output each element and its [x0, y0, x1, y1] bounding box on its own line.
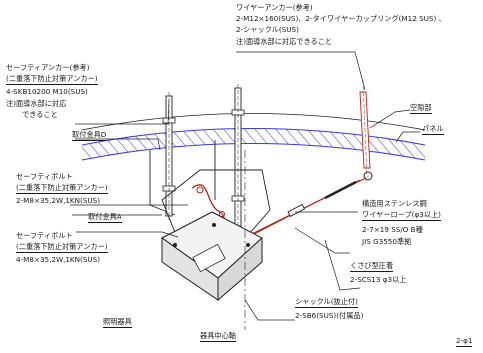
shackle-title: シャックル(抜止付) — [295, 297, 358, 308]
panel-upper-edge — [81, 127, 426, 146]
fixture-label: 照明器具 — [103, 317, 132, 328]
safety-anchor-title: セーフティアンカー(参考) — [6, 63, 90, 72]
safety-bolt-lower-title: セーフティボルト — [16, 231, 73, 240]
center-axis-label: 器具中心軸 — [200, 331, 236, 342]
safety-anchor-note2: できること — [22, 110, 58, 119]
wedge-sleeve — [287, 203, 306, 218]
sheet-ref: 2-φ1 — [456, 336, 473, 347]
safety-bolt-upper-subtitle: (二重落下防止対策アンカー) — [16, 183, 108, 194]
fitting-d-label: 取付金具D — [72, 130, 107, 141]
wire-anchor-title: ワイヤーアンカー(参考) — [236, 3, 313, 12]
safety-anchor-subtitle: (二重落下防止対策アンカー) — [6, 74, 98, 85]
panel-lower-edge — [81, 142, 426, 161]
bracket-d — [149, 140, 216, 216]
void-line — [81, 113, 426, 131]
safety-bolt-lower-subtitle: (二重落下防止対策アンカー) — [16, 242, 108, 253]
wire-rope-line3: 2-7×19 SS/O B種 — [362, 225, 423, 234]
wire-rope-line2: ワイヤーロープ(φ3以上) — [362, 210, 441, 221]
right-anchor-rod — [231, 84, 245, 232]
wedge-spec: 2-SCS13 φ3以上 — [350, 275, 407, 284]
panel-label: パネル — [422, 124, 444, 135]
shackle-spec: 2-SB6(SUS)(付属品) — [295, 311, 364, 320]
left-anchor-rod — [162, 92, 176, 220]
wire-anchor-line2: 2-シャックル(SUS) — [236, 25, 299, 34]
safety-anchor-spec: 4-SKB10200 M10(SUS) — [6, 87, 88, 96]
safety-bolt-lower-spec: 4-M8×35,2W,1KN(SUS) — [16, 255, 101, 264]
panel-band — [82, 128, 425, 160]
fitting-a-label: 取付金具A — [88, 212, 122, 223]
wire-rope-line4: JIS G3550準拠 — [362, 237, 412, 246]
wedge-title: くさび型圧着 — [350, 261, 394, 272]
lighting-fixture — [161, 211, 263, 302]
leader-lines — [70, 51, 420, 321]
safety-bolt-upper-spec: 2-M8×35,2W,1KN(SUS) — [16, 196, 101, 205]
wire-anchor-line1: 2-M12×160(SUS)、2-タイワイヤーカップリング(M12 SUS) 、 — [236, 14, 446, 23]
wire-rope-line1: 構造用ステンレス鋼 — [362, 199, 427, 208]
wire-anchor-rod — [359, 79, 373, 181]
void-label: 空隙部 — [410, 103, 432, 114]
safety-anchor-note1: 注)面導水部に対応 — [6, 99, 67, 108]
wire-anchor-note: 注)面導水部に対応できること — [236, 37, 333, 46]
safety-bolt-upper-title: セーフティボルト — [16, 172, 73, 181]
